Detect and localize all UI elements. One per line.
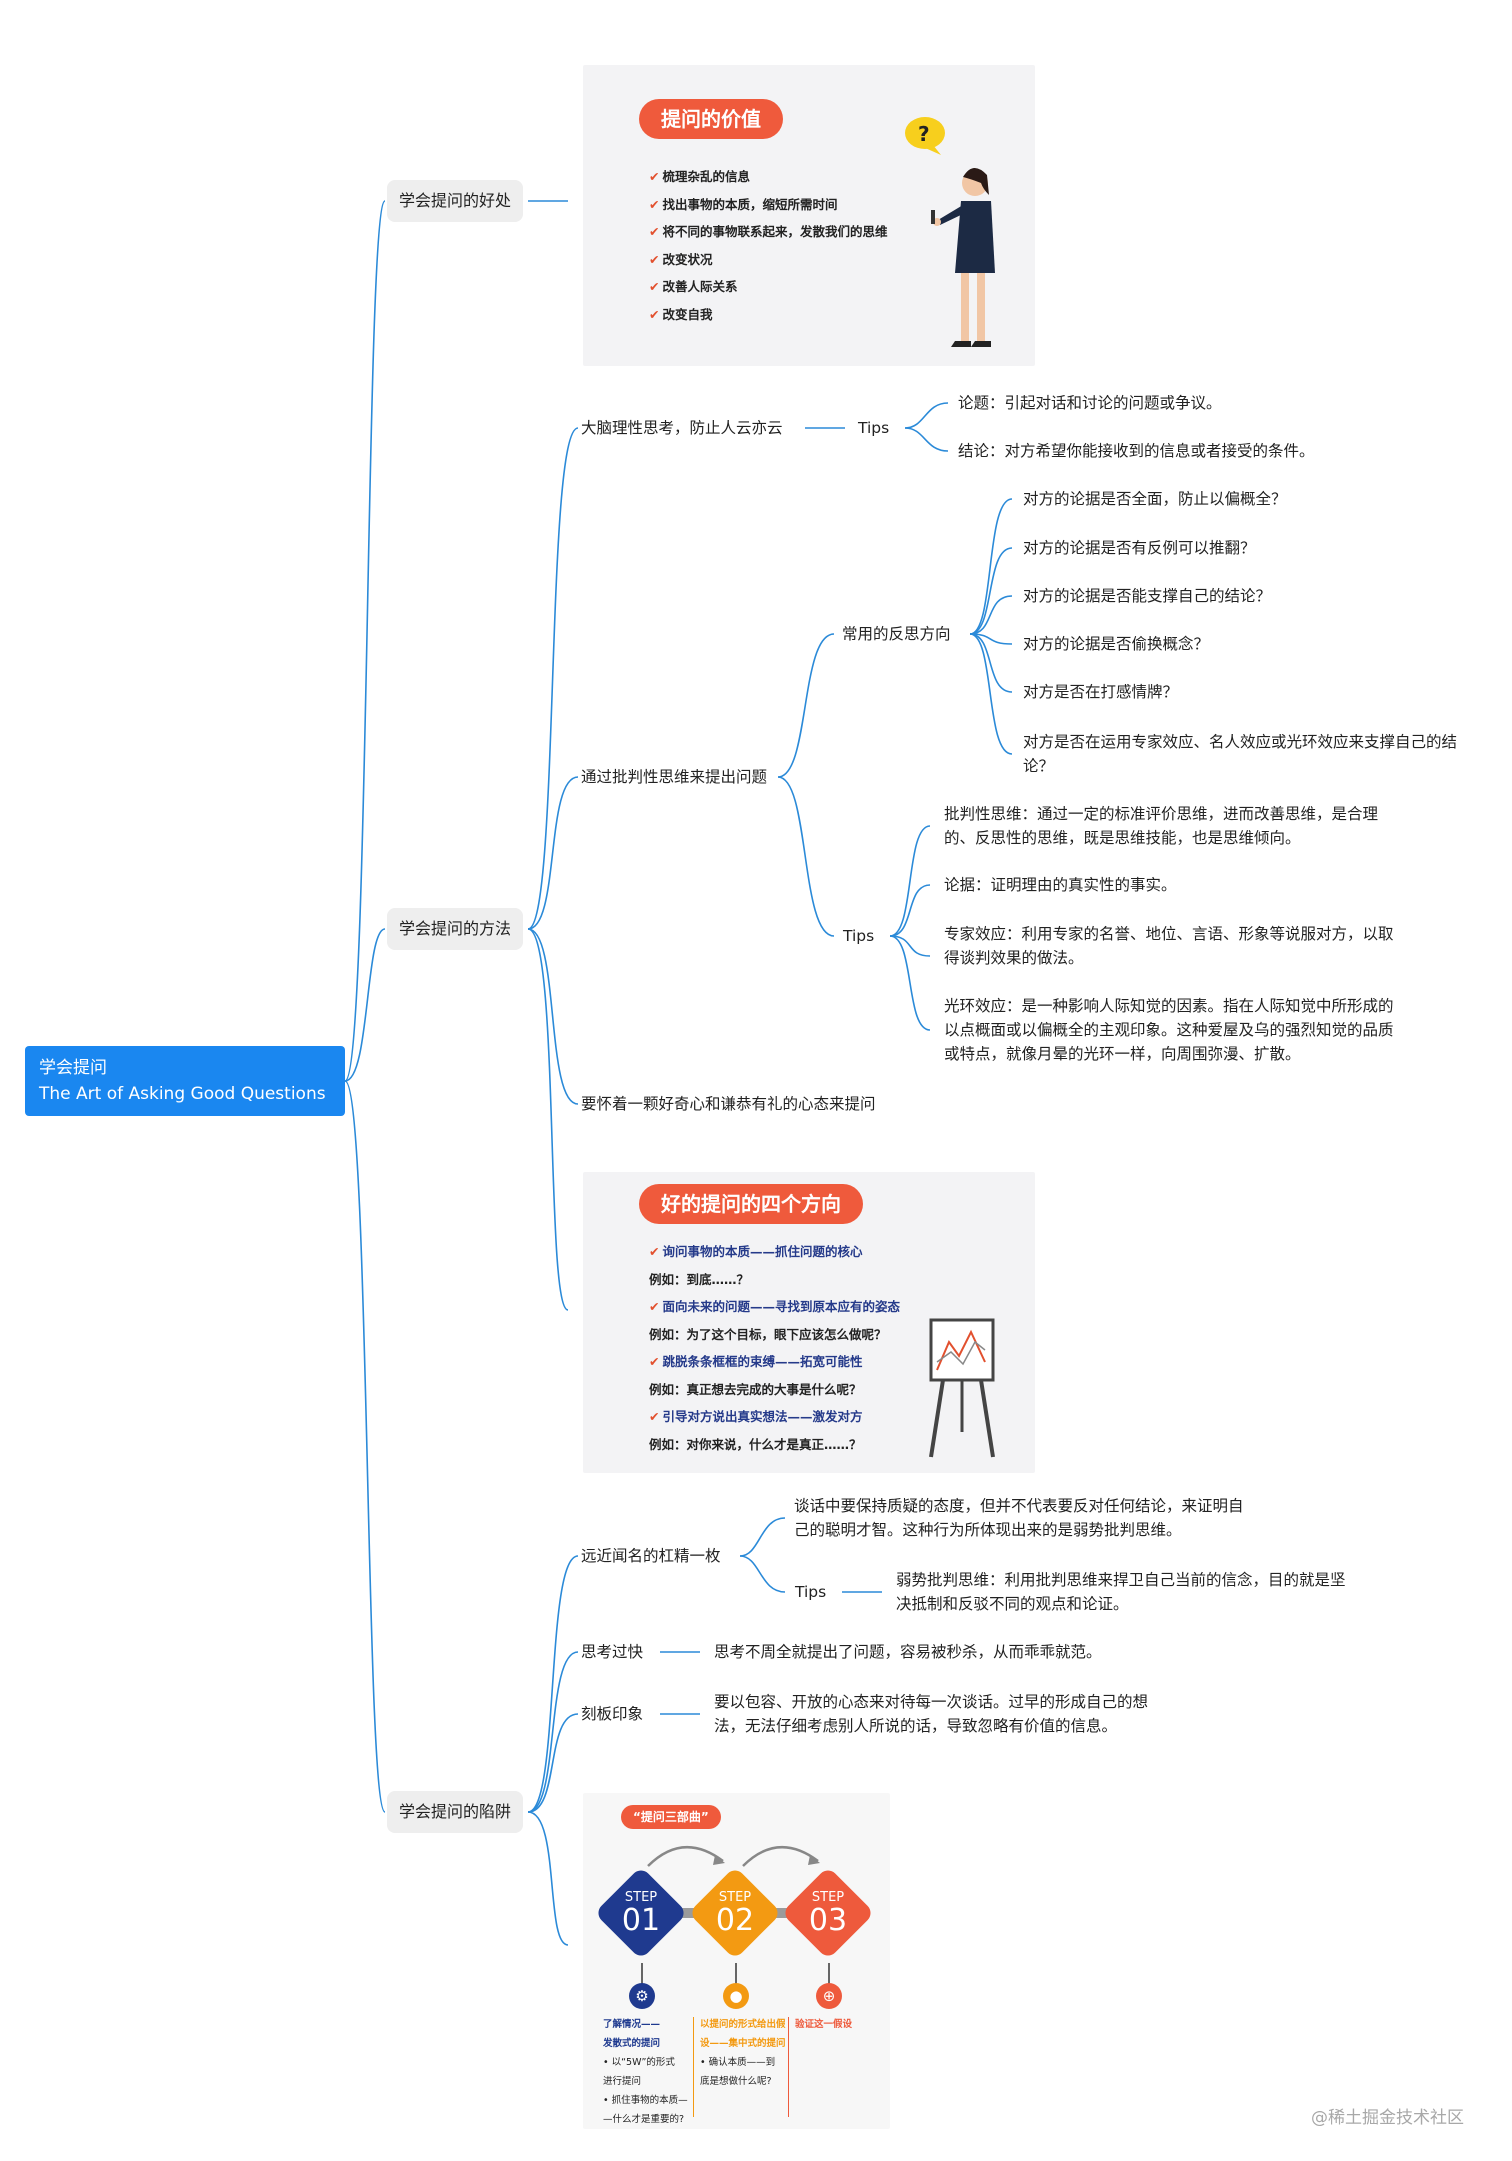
value-item: ✔改变状况 [649,251,713,267]
step-1-notes: 了解情况—— 发散式的提问 • 以“5W”的形式 进行提问 • 抓住事物的本质—… [603,2019,688,2125]
card-four-directions: 好的提问的四个方向 ✔询问事物的本质——抓住问题的核心 例如：到底……？ ✔面向… [583,1172,1035,1473]
direction-example: 例如：到底……？ [649,1271,750,1287]
check-icon: ✔ [649,306,660,322]
check-icon: ✔ [649,251,660,267]
map-pin-icon: ● [723,1983,749,2009]
direction-list: ✔询问事物的本质——抓住问题的核心 例如：到底……？ ✔面向未来的问题——寻找到… [649,1238,900,1458]
reflect-node[interactable]: 常用的反思方向 [842,625,951,643]
card-title: “提问三部曲” [621,1805,721,1829]
reflect-item: 对方的论据是否能支撑自己的结论？ [1023,587,1272,605]
easel-chart-icon [929,1318,995,1458]
check-icon: ✔ [649,169,660,184]
check-icon: ✔ [649,279,660,294]
direction-example: 例如：对你来说，什么才是真正……？ [649,1436,862,1452]
direction-item: ✔引导对方说出真实想法——激发对方 [649,1409,863,1424]
direction-item: ✔询问事物的本质——抓住问题的核心 [649,1244,863,1259]
value-list: ✔梳理杂乱的信息 ✔找出事物的本质，缩短所需时间 ✔将不同的事物联系起来，发散我… [649,163,888,328]
stereotype-desc: 要以包容、开放的心态来对待每一次谈话。过早的形成自己的想法，无法仔细考虑别人所说… [714,1693,1149,1735]
contrarian-tips[interactable]: Tips [795,1583,827,1601]
root-node[interactable]: 学会提问 The Art of Asking Good Questions [25,1046,345,1116]
rational-node[interactable]: 大脑理性思考，防止人云亦云 [581,419,783,437]
stereotype-node[interactable]: 刻板印象 [581,1705,644,1723]
rational-tips[interactable]: Tips [858,419,890,437]
speaker-illustration: ? [905,117,995,347]
value-item: ✔改变自我 [649,306,713,322]
svg-text:?: ? [918,122,930,146]
value-item: ✔找出事物的本质，缩短所需时间 [649,196,838,212]
reflect-item: 对方的论据是否有反例可以推翻？ [1023,539,1256,557]
watermark: @稀土掘金技术社区 [1311,2108,1464,2128]
curious-node[interactable]: 要怀着一颗好奇心和谦恭有礼的心态来提问 [581,1095,876,1113]
gear-icon: ⚙ [629,1983,655,2009]
tip-item: 光环效应：是一种影响人际知觉的因素。指在人际知觉中所形成的以点概面或以偏概全的主… [944,997,1394,1063]
check-icon: ✔ [649,196,660,212]
check-icon: ✔ [649,224,660,239]
tip-item: 弱势批判思维：利用批判思维来捍卫自己当前的信念，目的就是坚决抵制和反驳不同的观点… [896,1571,1346,1613]
check-icon: ✔ [649,1354,660,1369]
check-icon: ✔ [649,1299,660,1314]
reflect-item: 对方的论据是否偷换概念？ [1023,635,1210,653]
critical-node[interactable]: 通过批判性思维来提出问题 [581,768,768,786]
direction-item: ✔跳脱条条框框的束缚——拓宽可能性 [649,1354,863,1369]
value-item: ✔将不同的事物联系起来，发散我们的思维 [649,224,888,239]
reflect-item: 对方是否在打感情牌？ [1023,683,1179,701]
direction-example: 例如：真正想去完成的大事是什么呢？ [649,1381,862,1397]
flow-arrows [647,1846,820,1867]
globe-icon: ⊕ [816,1983,842,2009]
contrarian-node[interactable]: 远近闻名的杠精一枚 [581,1547,721,1565]
tip-item: 专家效应：利用专家的名誉、地位、言语、形象等说服对方，以取得谈判效果的做法。 [944,925,1394,967]
reflect-item: 对方的论据是否全面，防止以偏概全？ [1023,490,1287,508]
direction-item: ✔面向未来的问题——寻找到原本应有的姿态 [649,1299,900,1314]
value-item: ✔改善人际关系 [649,279,738,294]
branch-methods[interactable]: 学会提问的方法 [387,908,524,950]
fast-node[interactable]: 思考过快 [581,1643,644,1661]
value-item: ✔梳理杂乱的信息 [649,169,750,184]
root-title: 学会提问 [39,1058,107,1078]
step-2-notes: 以提问的形式给出假 设——集中式的提问 • 确认本质——到 底是想做什么呢? [700,2019,786,2087]
direction-example: 例如：为了这个目标，眼下应该怎么做呢？ [649,1326,887,1342]
tip-item: 论据：证明理由的真实性的事实。 [944,876,1177,894]
contrarian-desc: 谈话中要保持质疑的态度，但并不代表要反对任何结论，来证明自己的聪明才智。这种行为… [794,1497,1244,1539]
fast-desc: 思考不周全就提出了问题，容易被秒杀，从而乖乖就范。 [714,1643,1102,1661]
check-icon: ✔ [649,1244,660,1259]
tip-item: 结论：对方希望你能接收到的信息或者接受的条件。 [958,442,1315,460]
card-question-value: 提问的价值 ✔梳理杂乱的信息 ✔找出事物的本质，缩短所需时间 ✔将不同的事物联系… [583,65,1035,366]
root-subtitle: The Art of Asking Good Questions [39,1084,326,1104]
card-title: 提问的价值 [639,99,783,139]
reflect-item: 对方是否在运用专家效应、名人效应或光环效应来支撑自己的结论？ [1023,733,1458,775]
critical-tips[interactable]: Tips [843,927,875,945]
tip-item: 批判性思维：通过一定的标准评价思维，进而改善思维，是合理的、反思性的思维，既是思… [944,805,1379,847]
card-title: 好的提问的四个方向 [639,1184,863,1224]
step-3-notes: 验证这一假设 [795,2019,853,2030]
tip-item: 论题：引起对话和讨论的问题或争议。 [958,394,1222,412]
check-icon: ✔ [649,1409,660,1424]
branch-benefits[interactable]: 学会提问的好处 [387,180,524,222]
branch-traps[interactable]: 学会提问的陷阱 [387,1791,524,1833]
